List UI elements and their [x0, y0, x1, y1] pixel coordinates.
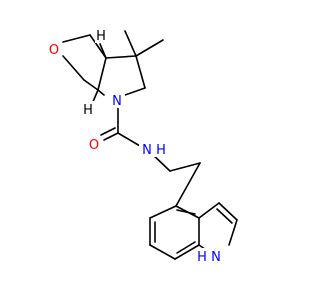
- ring-nitrogen-label: N: [112, 94, 122, 109]
- bond: [175, 162, 201, 207]
- stereo-h-top-label: H: [96, 29, 106, 44]
- bond: [99, 43, 107, 59]
- bond: [62, 55, 85, 81]
- bond: [216, 208, 233, 224]
- amide-hydrogen-label: H: [156, 143, 166, 158]
- molecule-structure: O H H N O N H H N: [47, 27, 238, 265]
- bonds: [62, 30, 238, 260]
- indole-hydrogen-label: H: [197, 250, 207, 265]
- bond: [89, 34, 107, 59]
- bond: [105, 55, 137, 59]
- carbonyl-oxygen-label: O: [89, 138, 99, 153]
- bond: [169, 162, 201, 172]
- bond: [103, 132, 119, 141]
- bond: [218, 202, 238, 221]
- bond: [124, 30, 137, 57]
- bond: [149, 244, 176, 260]
- molecule-canvas: O H H N O N H H N: [47, 27, 238, 265]
- amide-nitrogen-label: N: [142, 143, 152, 158]
- atom-labels: O H H N O N H H N: [47, 27, 224, 265]
- bond: [198, 202, 220, 219]
- bond: [124, 87, 146, 96]
- bond: [62, 34, 91, 43]
- bond: [228, 219, 238, 246]
- ring-oxygen-label: O: [49, 43, 59, 58]
- bond: [83, 79, 99, 91]
- bond: [174, 244, 200, 260]
- bond: [117, 132, 141, 147]
- bond: [176, 209, 196, 215]
- bond: [176, 241, 196, 254]
- bond: [135, 39, 164, 57]
- bond: [97, 89, 105, 96]
- bond: [97, 57, 107, 91]
- stereo-h-bottom-label: H: [83, 103, 93, 118]
- bond: [149, 205, 177, 219]
- bond: [100, 127, 116, 136]
- bond: [135, 55, 146, 89]
- indole-nitrogen-label: N: [211, 250, 221, 265]
